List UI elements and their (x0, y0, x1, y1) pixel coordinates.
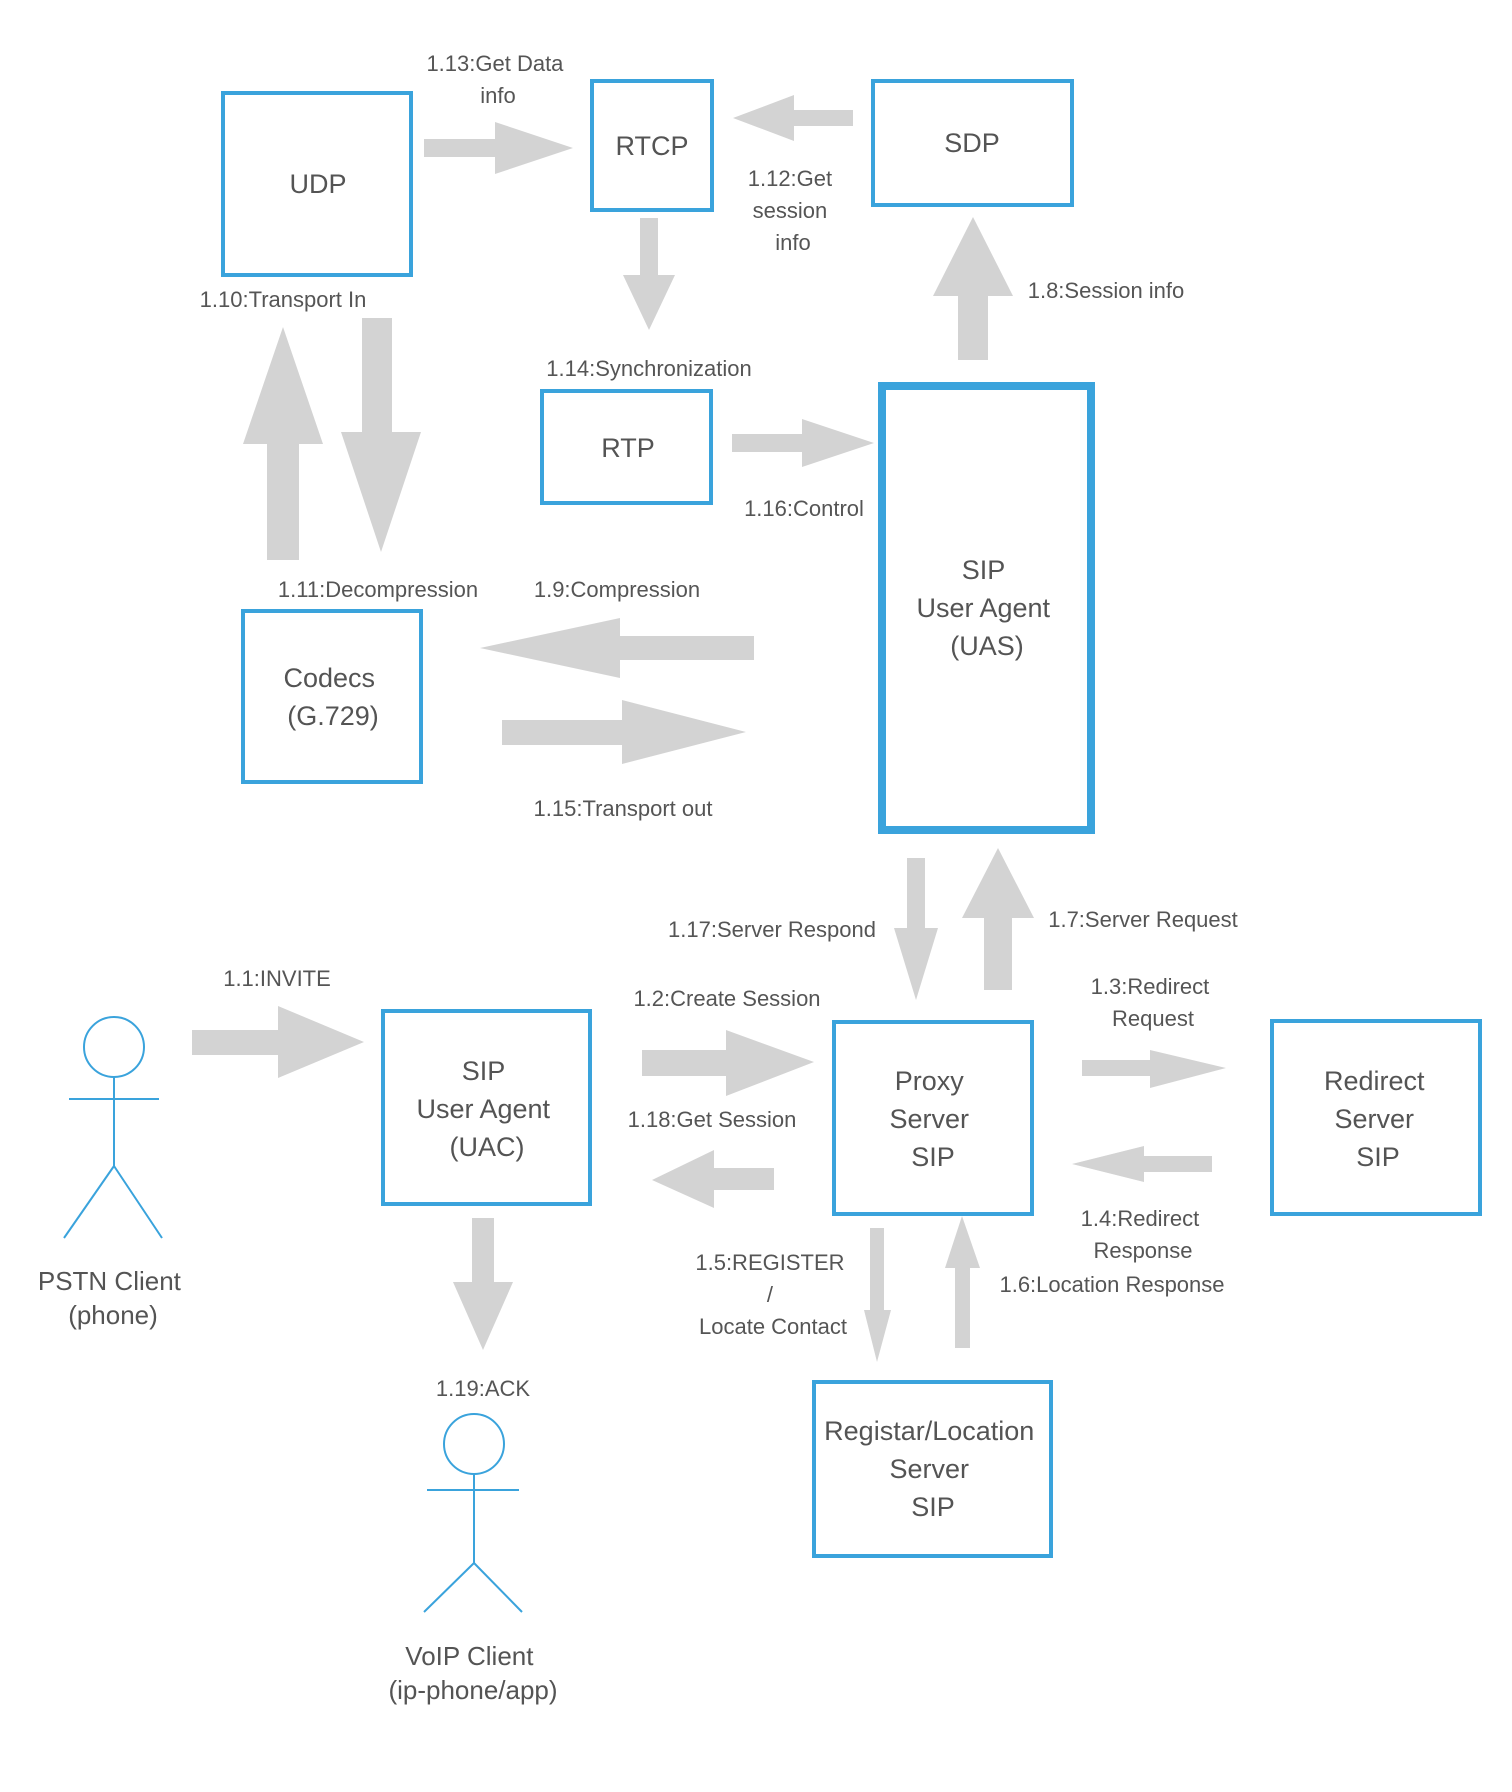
registrar-box (812, 1380, 1053, 1558)
pstn-head-icon (83, 1016, 145, 1078)
arrow-location-response (945, 1216, 980, 1348)
arrow-get-session-info (733, 95, 853, 141)
voip-head-icon (443, 1413, 505, 1475)
edge-label-1-3: 1.3:Redirect Request (1091, 974, 1216, 1031)
uac-label: SIP User Agent (UAC) (416, 1056, 557, 1162)
arrow-get-session (652, 1150, 774, 1208)
edge-label-1-2: 1.2:Create Session (633, 986, 820, 1011)
proxy-box (832, 1020, 1034, 1216)
arrow-ack (453, 1218, 513, 1350)
edge-label-1-4: 1.4:Redirect Response (1081, 1206, 1206, 1263)
arrow-decompression (341, 318, 421, 552)
arrow-server-request (962, 848, 1034, 990)
voip-client-actor (423, 1413, 523, 1613)
arrow-compression (480, 618, 754, 678)
arrow-control (732, 419, 874, 467)
redirect-box (1270, 1019, 1482, 1216)
rtp-box (540, 389, 713, 505)
sdp-label: SDP (944, 128, 1000, 158)
codecs-box (241, 609, 423, 784)
edge-label-1-14: 1.14:Synchronization (546, 356, 751, 381)
arrow-register (864, 1228, 891, 1362)
edge-label-1-17: 1.17:Server Respond (668, 917, 876, 942)
edge-label-1-13: 1.13:Get Data info (426, 51, 569, 108)
pstn-client-label: PSTN Client (phone) (38, 1266, 188, 1330)
rtcp-box (590, 79, 714, 212)
arrow-get-data-info (424, 122, 573, 174)
uas-label: SIP User Agent (UAS) (916, 555, 1057, 661)
boxes (221, 79, 1482, 1558)
codecs-label: Codecs (G.729) (283, 663, 382, 731)
pstn-client-actor (63, 1016, 163, 1239)
edge-labels: 1.13:Get Data info 1.12:Get session info… (200, 51, 1238, 1401)
udp-label: UDP (289, 169, 346, 199)
voip-client-label: VoIP Client (ip-phone/app) (388, 1641, 557, 1705)
edge-label-1-6: 1.6:Location Response (999, 1272, 1224, 1297)
uas-box (878, 382, 1095, 834)
rtp-label: RTP (601, 433, 655, 463)
arrows (192, 95, 1226, 1362)
node-labels: UDP RTCP SDP RTP Codecs (G.729) SIP User… (38, 128, 1432, 1705)
registrar-label: Registar/Location Server SIP (824, 1416, 1042, 1522)
edge-label-1-15: 1.15:Transport out (534, 796, 713, 821)
edge-label-1-12: 1.12:Get session info (748, 166, 839, 255)
arrow-create-session (642, 1030, 814, 1096)
edge-label-1-1: 1.1:INVITE (223, 966, 331, 991)
edge-label-1-19: 1.19:ACK (436, 1376, 530, 1401)
arrow-transport-in (243, 327, 323, 560)
edge-label-1-7: 1.7:Server Request (1048, 907, 1238, 932)
edge-label-1-18: 1.18:Get Session (628, 1107, 797, 1132)
arrow-redirect-response (1072, 1146, 1212, 1182)
udp-box (221, 91, 413, 277)
arrow-invite (192, 1006, 364, 1078)
sdp-box (871, 79, 1074, 207)
arrow-redirect-request (1082, 1050, 1226, 1088)
edge-label-1-16: 1.16:Control (744, 496, 864, 521)
arrow-session-info (933, 217, 1013, 360)
rtcp-label: RTCP (615, 131, 688, 161)
arrow-server-respond (894, 858, 938, 1000)
edge-label-1-11: 1.11:Decompression (278, 577, 478, 602)
edge-label-1-10: 1.10:Transport In (200, 287, 367, 312)
proxy-label: Proxy Server SIP (889, 1066, 976, 1172)
arrow-transport-out (502, 700, 746, 764)
edge-label-1-9: 1.9:Compression (534, 577, 700, 602)
edge-label-1-8: 1.8:Session info (1028, 278, 1185, 303)
arrow-rtcp-down (623, 218, 675, 330)
redirect-label: Redirect Server SIP (1324, 1066, 1432, 1172)
uac-box (381, 1009, 592, 1206)
edge-label-1-5: 1.5:REGISTER / Locate Contact (695, 1250, 850, 1339)
